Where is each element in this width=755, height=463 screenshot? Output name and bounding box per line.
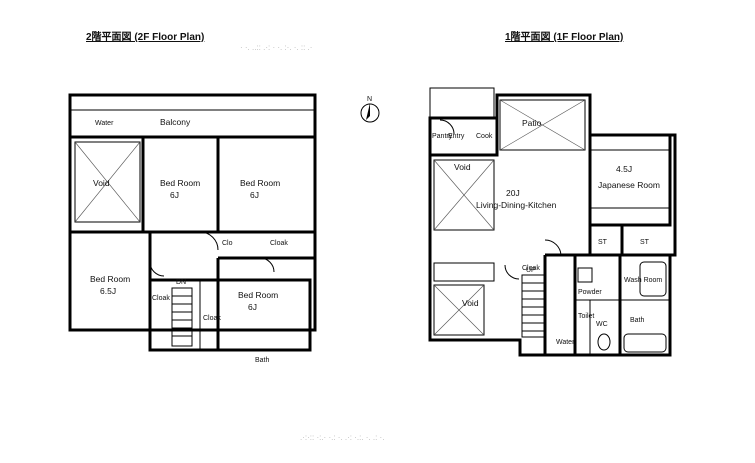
- entry-label: Entry: [448, 133, 465, 140]
- stairs-1f: [521, 274, 545, 338]
- plan-1f: Patio Entry Cook Pantry Void Living-Dini…: [428, 87, 677, 357]
- ldk-size: 20J: [506, 188, 520, 198]
- wc-label: WC: [596, 321, 608, 328]
- bedroom-c-size: 6.5J: [100, 286, 116, 296]
- stairs-up-label-1f: UP: [526, 267, 536, 274]
- bedroom-a-size: 6J: [170, 190, 179, 200]
- bath-label-1f: Bath: [630, 317, 645, 324]
- bedroom-c-label: Bed Room: [90, 274, 130, 284]
- void-label-2f: Void: [93, 178, 110, 188]
- cloak-label-2-2f: Cloak: [270, 240, 288, 247]
- cloak-label-4-2f: Cloak: [203, 315, 221, 322]
- japanese-room-size: 4.5J: [616, 164, 632, 174]
- svg-text:.·:·:: ·:.· ·.: ·. .·: ·.:. ·.: .·:·:: ·:.· ·.: ·. .·: ·.:. ·. .: ·.: [300, 433, 384, 442]
- bedroom-b-size: 6J: [250, 190, 259, 200]
- patio-label: Patio: [522, 118, 542, 128]
- closet-label-1-2f: Clo: [222, 240, 233, 247]
- floor2-title: 2階平面図 (2F Floor Plan): [86, 32, 205, 43]
- ldk-label: Living-Dining-Kitchen: [476, 200, 557, 210]
- storage-1-label: ST: [598, 239, 608, 246]
- cloak-label-3-2f: Cloak: [152, 295, 170, 302]
- japanese-room-label: Japanese Room: [598, 180, 660, 190]
- bedroom-b-label: Bed Room: [240, 178, 280, 188]
- water-label-2f: Water: [95, 120, 114, 127]
- cloak-label-1f: Cloak: [522, 265, 540, 272]
- powder-label: Powder: [578, 289, 602, 296]
- north-label: N: [367, 96, 372, 103]
- bath-label-2f: Bath: [255, 357, 270, 364]
- void-top-label-1f: Void: [454, 162, 471, 172]
- balcony-label-2f: Balcony: [160, 117, 191, 127]
- water-label-1f: Water: [556, 339, 575, 346]
- wash-room-label: Wash Room: [624, 277, 662, 284]
- void-bottom-label-1f: Void: [462, 298, 479, 308]
- stairs-dn-label-2f: DN: [176, 279, 186, 286]
- svg-text:· ·. ..:: .·: · ·. :·. ·. ::: · ·. ..:: .·: · ·. :·. ·. :: .·: [240, 43, 312, 52]
- north-arrow-icon: N: [360, 96, 380, 123]
- floor1-title: 1階平面図 (1F Floor Plan): [505, 32, 624, 43]
- bedroom-a-label: Bed Room: [160, 178, 200, 188]
- plan-2f: Balcony Water Void Bed Room 6J Bed Room …: [68, 93, 317, 364]
- bedroom-d-size: 6J: [248, 302, 257, 312]
- cook-label: Cook: [476, 133, 493, 140]
- toilet-label: Toilet: [578, 313, 594, 320]
- storage-2-label: ST: [640, 239, 650, 246]
- stairs-2f: [171, 287, 193, 347]
- bedroom-d-label: Bed Room: [238, 290, 278, 300]
- pantry-label: Pantry: [432, 133, 453, 140]
